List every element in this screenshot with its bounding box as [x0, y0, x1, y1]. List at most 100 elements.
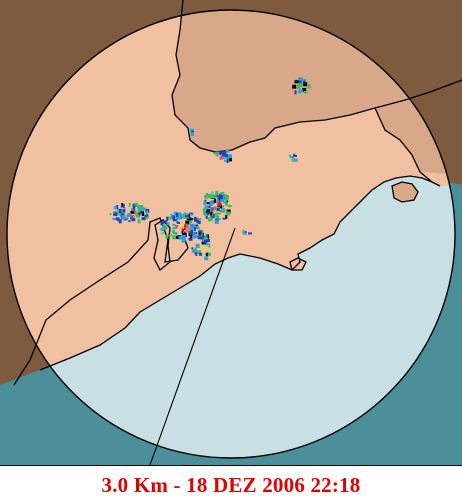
radar-echo-cell	[128, 202, 131, 207]
radar-echo-cell	[195, 243, 200, 248]
radar-echo-cell	[172, 227, 177, 229]
radar-echo-cell	[130, 215, 134, 220]
radar-echo-cell	[193, 227, 196, 231]
radar-echo-cell	[227, 205, 232, 208]
radar-echo-cell	[302, 78, 307, 82]
radar-echo-cell	[192, 249, 195, 253]
radar-echo-cell	[113, 206, 117, 210]
radar-echo-cell	[196, 219, 200, 223]
radar-echo-cell	[188, 237, 193, 241]
radar-echo-cell	[162, 223, 165, 228]
radar-echo-cell	[207, 217, 212, 222]
radar-echo-cell	[204, 256, 209, 261]
radar-echo-cell	[175, 236, 178, 239]
radar-echo-cell	[198, 250, 201, 255]
radar-echo-cell	[172, 229, 175, 233]
radar-echo-cell	[133, 209, 137, 214]
radar-echo-cell	[115, 217, 120, 221]
radar-echo-cell	[141, 205, 144, 208]
radar-echo-cell	[172, 215, 175, 220]
radar-echo-cell	[191, 231, 195, 236]
radar-echo-cell	[210, 212, 212, 216]
radar-echo-cell	[206, 253, 209, 257]
radar-echo-cell	[137, 208, 142, 213]
radar-echoes	[109, 77, 311, 261]
radar-echo-cell	[209, 204, 213, 207]
radar-echo-cell	[142, 207, 145, 212]
radar-echo-cell	[216, 198, 219, 203]
radar-echo-cell	[211, 191, 214, 194]
radar-echo-cell	[181, 234, 186, 239]
radar-echo-cell	[141, 217, 146, 221]
radar-echo-cell	[204, 205, 209, 210]
radar-echo-cell	[161, 232, 164, 235]
radar-echo-cell	[303, 82, 308, 87]
radar-echo-cell	[128, 220, 131, 223]
radar-echo-cell	[116, 209, 119, 214]
radar-echo-cell	[224, 159, 227, 162]
radar-echo-cell	[218, 218, 221, 220]
radar-echo-cell	[177, 221, 181, 224]
radar-echo-cell	[298, 85, 301, 90]
radar-echo-cell	[244, 233, 247, 236]
radar-echo-cell	[134, 203, 138, 206]
radar-echo-cell	[201, 246, 206, 249]
radar-echo-cell	[222, 195, 226, 199]
radar-echo-cell	[304, 90, 307, 94]
radar-echo-cell	[109, 213, 112, 216]
radar-echo-cell	[204, 253, 207, 256]
radar-echo-cell	[113, 210, 116, 213]
boundary-right-state	[374, 107, 433, 183]
radar-echo-cell	[142, 212, 144, 216]
radar-echo-cell	[213, 194, 216, 197]
radar-echo-cell	[207, 194, 211, 198]
radar-echo-cell	[209, 202, 212, 205]
radar-echo-cell	[170, 213, 173, 218]
radar-echo-cell	[175, 225, 179, 228]
boundary-left-state	[13, 217, 191, 386]
radar-echo-cell	[166, 216, 169, 221]
radar-echo-cell	[133, 203, 136, 206]
caption-text: 3.0 Km - 18 DEZ 2006 22:18	[101, 472, 361, 497]
radar-echo-cell	[218, 195, 223, 199]
radar-echo-cell	[224, 151, 227, 155]
radar-echo-cell	[164, 226, 168, 230]
radar-echo-cell	[172, 231, 175, 235]
radar-echo-cell	[134, 211, 138, 215]
radar-echo-cell	[216, 208, 220, 211]
radar-echo-cell	[189, 231, 193, 236]
radar-echo-cell	[222, 150, 225, 155]
radar-echo-cell	[200, 235, 205, 240]
radar-echo-cell	[297, 80, 302, 85]
radar-circle-content	[7, 10, 455, 458]
radar-echo-cell	[203, 239, 208, 243]
radar-echo-cell	[172, 219, 177, 222]
radar-echo-cell	[173, 212, 176, 216]
radar-echo-cell	[136, 214, 140, 218]
radar-echo-cell	[288, 154, 291, 157]
radar-echo-cell	[160, 228, 165, 231]
radar-echo-cell	[121, 215, 126, 219]
radar-echo-cell	[183, 212, 186, 215]
radar-echo-cell	[227, 154, 232, 159]
radar-echo-cell	[175, 231, 178, 235]
radar-echo-cell	[190, 235, 193, 239]
radar-echo-cell	[195, 234, 197, 238]
radar-echo-cell	[205, 215, 208, 219]
radar-echo-cell	[221, 152, 226, 157]
radar-echo-cell	[211, 202, 214, 206]
radar-echo-cell	[185, 227, 189, 232]
radar-echo-cell	[302, 88, 307, 92]
radar-echo-cell	[206, 243, 209, 246]
radar-echo-cell	[198, 232, 201, 236]
radar-echo-cell	[118, 219, 122, 224]
radar-echo-cell	[163, 220, 168, 223]
radar-echo-cell	[199, 252, 203, 256]
island-outline	[391, 181, 419, 203]
radar-echo-cell	[298, 89, 303, 93]
radar-echo-cell	[222, 157, 227, 160]
radar-echo-cell	[205, 251, 209, 254]
radar-echo-cell	[220, 206, 222, 209]
radar-echo-cell	[223, 194, 226, 198]
radar-echo-cell	[183, 231, 187, 235]
